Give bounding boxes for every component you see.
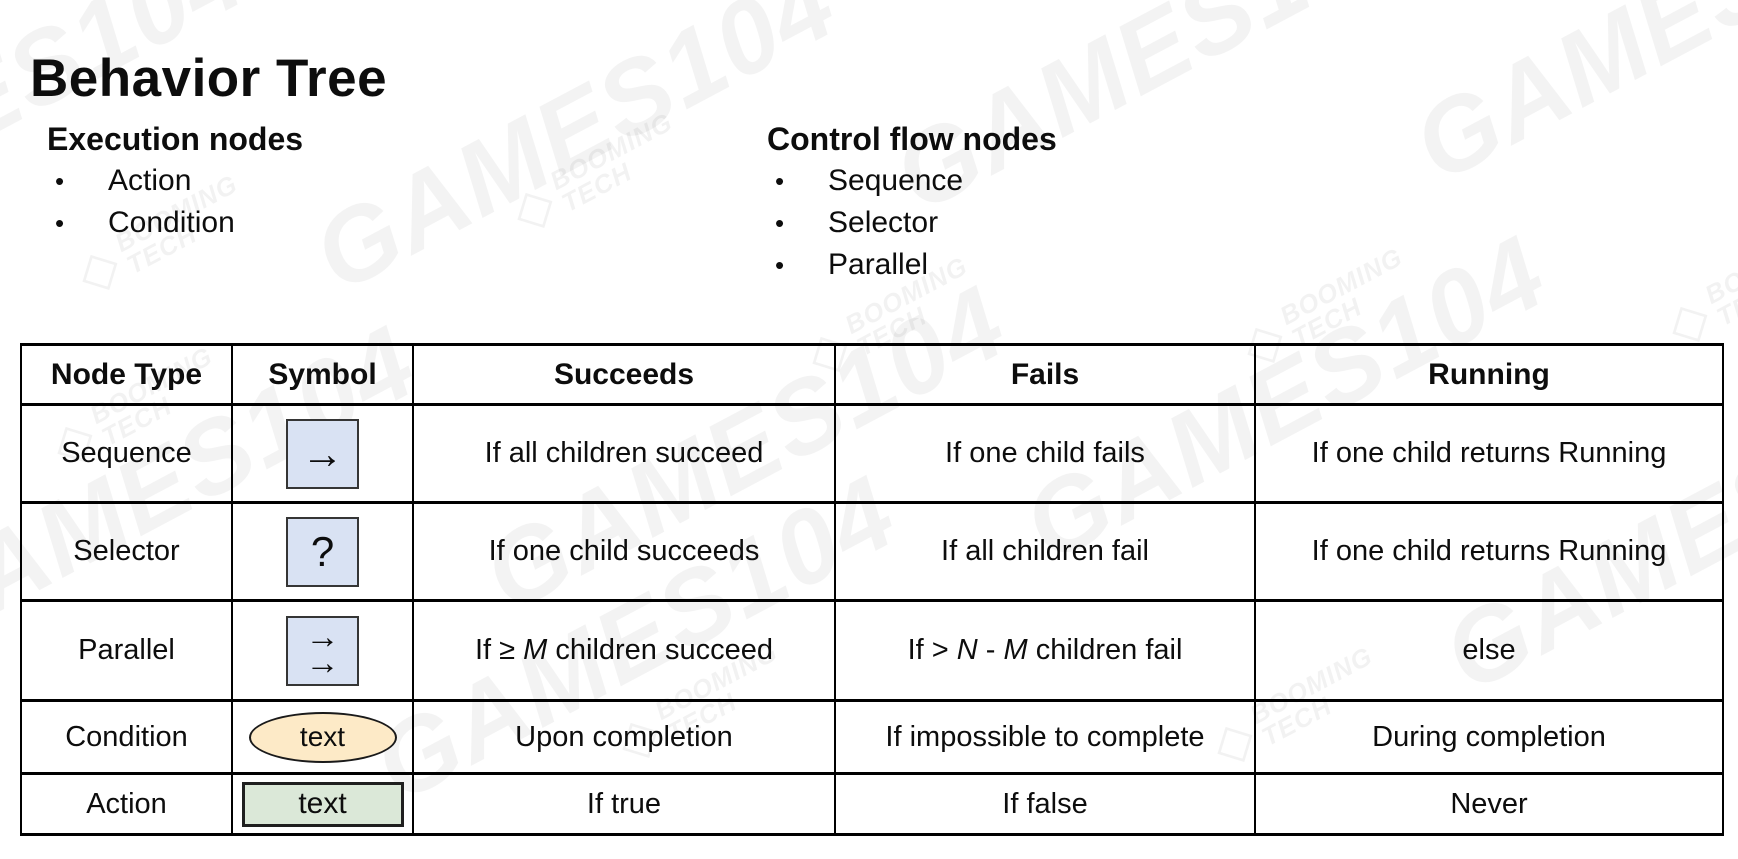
bullet-icon: • [55,208,65,238]
booming-tech-logo-text: BOOMING TECH [1700,220,1738,333]
execution-nodes-list: • Action • Condition [47,164,303,248]
fails-cell: If false [834,772,1256,836]
symbol-cell: → [231,403,414,504]
list-item: • Condition [47,206,303,248]
symbol-glyph: ? [310,527,335,575]
node-type-cell: Parallel [20,599,233,702]
fails-cell: If all children fail [834,501,1256,602]
node-type-table: Node Type Symbol Succeeds Fails Running … [20,343,1724,836]
list-item: • Sequence [767,164,1057,206]
list-item-label: Sequence [828,164,964,197]
list-item-label: Action [108,164,192,197]
node-type-cell: Condition [20,699,233,775]
execution-nodes-heading: Execution nodes [47,121,304,157]
succeeds-cell: Upon completion [412,699,836,775]
running-cell: If one child returns Running [1254,501,1724,602]
booming-tech-watermark: ◇BOOMING TECH [502,106,688,243]
symbol-glyph: → [301,429,344,477]
control-flow-nodes-section: Control flow nodes • Sequence • Selector… [767,121,1057,290]
running-cell: If one child returns Running [1254,403,1724,504]
parallel-double-arrow-symbol: →→ [286,615,359,686]
control-flow-nodes-heading: Control flow nodes [767,121,1057,157]
condition-ellipse-symbol: text [248,711,397,763]
games104-watermark: GAMES104 [1395,0,1738,206]
bullet-icon: • [55,166,65,196]
fails-cell: If impossible to complete [834,699,1256,775]
page-title: Behavior Tree [30,48,388,108]
running-cell: else [1254,599,1724,702]
node-type-cell: Selector [20,501,233,602]
fails-cell: If > N - M children fail [834,599,1256,702]
symbol-cell: →→ [231,599,414,702]
selector-question-symbol: ? [286,516,359,587]
booming-tech-logo-text: BOOMING TECH [1275,241,1408,354]
symbol-glyph: → [305,643,340,682]
symbol-glyph: → [305,618,340,656]
action-rect-symbol: text [241,781,404,827]
booming-tech-watermark: ◇BOOMING TECH [1657,220,1738,357]
node-type-cell: Action [20,772,233,836]
succeeds-cell: If ≥ M children succeed [412,599,836,702]
succeeds-cell: If one child succeeds [412,501,836,602]
booming-tech-logo-icon: ◇ [502,172,565,243]
fails-cell: If one child fails [834,403,1256,504]
symbol-cell: ? [231,501,414,602]
succeeds-cell: If all children succeed [412,403,836,504]
header-node-type: Node Type [20,343,233,406]
bullet-icon: • [775,208,785,238]
list-item: • Action [47,164,303,206]
bullet-icon: • [775,166,785,196]
execution-nodes-section: Execution nodes • Action • Condition [47,121,303,248]
list-item: • Selector [767,206,1057,248]
bullet-icon: • [775,250,785,280]
sequence-arrow-symbol: → [286,418,359,489]
header-symbol: Symbol [231,343,414,406]
list-item-label: Condition [108,206,235,239]
header-fails: Fails [834,343,1256,406]
running-cell: During completion [1254,699,1724,775]
node-type-cell: Sequence [20,403,233,504]
list-item: • Parallel [767,248,1057,290]
control-flow-nodes-list: • Sequence • Selector • Parallel [767,164,1057,290]
running-cell: Never [1254,772,1724,836]
booming-tech-logo-text: BOOMING TECH [545,106,678,219]
list-item-label: Selector [828,206,939,239]
header-succeeds: Succeeds [412,343,836,406]
symbol-cell: text [231,699,414,775]
header-running: Running [1254,343,1724,406]
succeeds-cell: If true [412,772,836,836]
list-item-label: Parallel [828,248,929,281]
table-header-row: Node Type Symbol Succeeds Fails Running [20,343,1724,406]
symbol-cell: text [231,772,414,836]
